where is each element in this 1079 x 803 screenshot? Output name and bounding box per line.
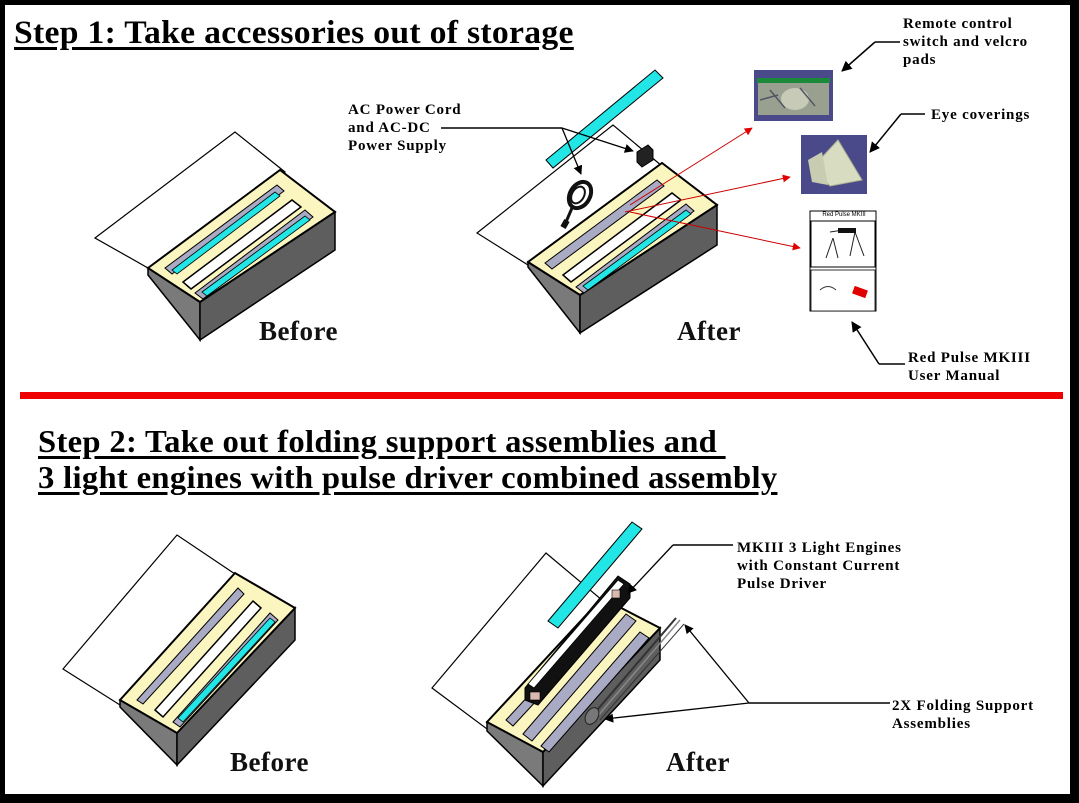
cyan-tube-left — [171, 191, 281, 275]
red-arrow-to-eye-coverings — [624, 174, 791, 213]
power-supply-brick — [636, 144, 654, 168]
manual-cover-title: Red Pulse MKIII — [822, 212, 866, 218]
cyan-tube-right — [582, 209, 692, 291]
callout-line: and AC-DC — [348, 120, 431, 136]
callout-line: with Constant Current — [737, 558, 901, 574]
supports-callout-leader — [604, 624, 890, 723]
red-arrow-to-remote — [629, 127, 753, 206]
open-lid — [93, 131, 287, 269]
callout-line: Power Supply — [348, 138, 447, 154]
slot-right — [540, 631, 650, 753]
step2-before-storage-case — [62, 534, 297, 767]
power-callout-leader — [441, 127, 634, 175]
remote-callout-leader — [841, 41, 900, 72]
red-arrow-to-manual — [629, 211, 801, 251]
cyan-tube-right — [201, 215, 311, 297]
step2-title-line1: Step 2: Take out folding support assembl… — [38, 423, 726, 459]
manual-callout-leader — [851, 321, 905, 365]
folding-supports-callout: 2X Folding Support Assemblies — [892, 697, 1034, 733]
callout-line: AC Power Cord — [348, 102, 462, 118]
callout-line: MKIII 3 Light Engines — [737, 540, 902, 556]
lifted-cyan-tube — [547, 521, 643, 629]
section-divider — [20, 392, 1063, 399]
step1-after-label: After — [677, 316, 741, 346]
slot-middle — [522, 613, 637, 742]
slot-middle — [181, 199, 303, 290]
light-engine-assembly — [524, 575, 631, 706]
callout-line: Red Pulse MKIII — [908, 350, 1031, 366]
step1-before-label: Before — [259, 316, 338, 346]
step2-after-storage-case — [431, 521, 685, 788]
callout-line: switch and velcro — [903, 34, 1028, 50]
user-manual-cover — [809, 210, 877, 312]
step2-before-label: Before — [230, 747, 309, 777]
folding-support-assemblies — [584, 617, 685, 725]
remote-control-bag-photo — [754, 70, 833, 121]
remote-control-callout: Remote control switch and velcro pads — [903, 15, 1028, 69]
light-engines-callout: MKIII 3 Light Engines with Constant Curr… — [737, 539, 902, 593]
coiled-power-cord — [560, 179, 594, 229]
eye-coverings-photo — [801, 135, 867, 194]
step1-title: Step 1: Take accessories out of storage — [14, 15, 574, 51]
lifted-cyan-tube — [545, 69, 664, 169]
step2-title-line2: 3 light engines with pulse driver combin… — [38, 459, 778, 495]
slot-left — [136, 587, 245, 705]
step1-after-storage-case — [475, 69, 801, 336]
step1-before-storage-case — [93, 131, 337, 343]
callout-line: Remote control — [903, 16, 1013, 32]
power-cord-callout: AC Power Cord and AC-DC Power Supply — [348, 101, 461, 155]
eye-callout-leader — [869, 113, 925, 153]
callout-line: pads — [903, 52, 937, 68]
slot-middle — [153, 599, 263, 719]
callout-line: Assemblies — [892, 716, 971, 732]
callout-line: User Manual — [908, 368, 1001, 384]
engines-callout-leader — [627, 544, 733, 594]
eye-coverings-callout: Eye coverings — [931, 106, 1030, 124]
user-manual-callout: Red Pulse MKIII User Manual — [908, 349, 1031, 385]
callout-line: Eye coverings — [931, 107, 1031, 123]
step2-after-label: After — [666, 747, 730, 777]
callout-line: Pulse Driver — [737, 576, 827, 592]
callout-line: 2X Folding Support — [892, 698, 1034, 714]
cyan-tube — [177, 617, 276, 723]
